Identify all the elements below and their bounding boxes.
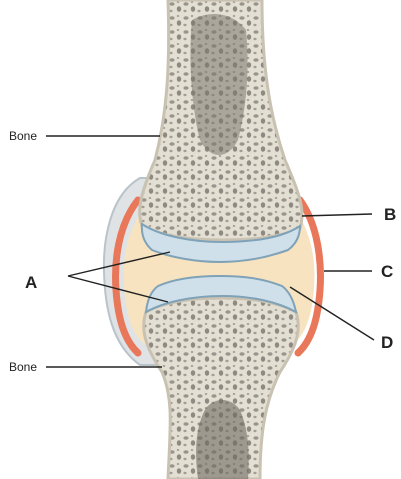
label-d: D [381,333,393,352]
label-c: C [381,262,393,281]
leader-b [302,214,372,216]
label-a: A [25,273,37,292]
upper-marrow [190,14,247,155]
label-bone-top: Bone [9,129,37,143]
label-bone-bottom: Bone [9,360,37,374]
label-b: B [384,205,396,224]
